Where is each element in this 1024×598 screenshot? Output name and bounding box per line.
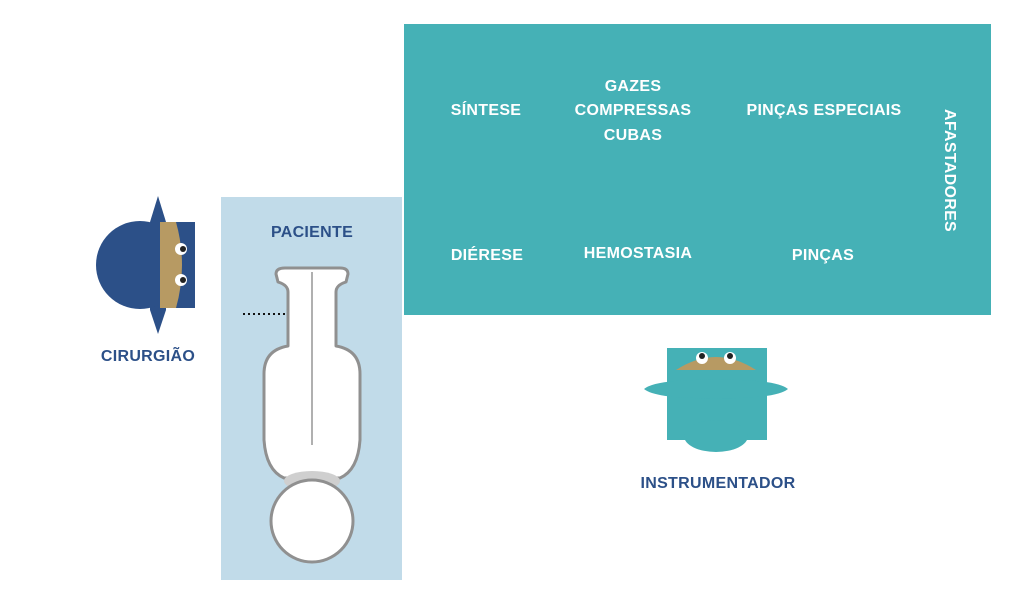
surgeon-figure: [96, 196, 195, 334]
label-cirurgiao: CIRURGIÃO: [100, 348, 196, 365]
patient-figure: [262, 266, 362, 564]
scrub-nurse-figure: [644, 348, 788, 452]
label-sintese: SÍNTESE: [450, 102, 522, 119]
label-pincas-especiais: PINÇAS ESPECIAIS: [746, 102, 902, 119]
label-compressas: COMPRESSAS: [574, 102, 692, 119]
label-dierese: DIÉRESE: [450, 247, 524, 264]
label-paciente: PACIENTE: [270, 224, 354, 241]
label-gazes: GAZES: [604, 78, 662, 95]
label-hemostasia: HEMOSTASIA: [583, 245, 693, 262]
instrument-table: [404, 24, 991, 315]
label-cubas: CUBAS: [603, 127, 663, 144]
label-instrumentador: INSTRUMENTADOR: [640, 475, 796, 492]
arrow-icon: [243, 308, 296, 320]
label-pincas: PINÇAS: [791, 247, 855, 264]
